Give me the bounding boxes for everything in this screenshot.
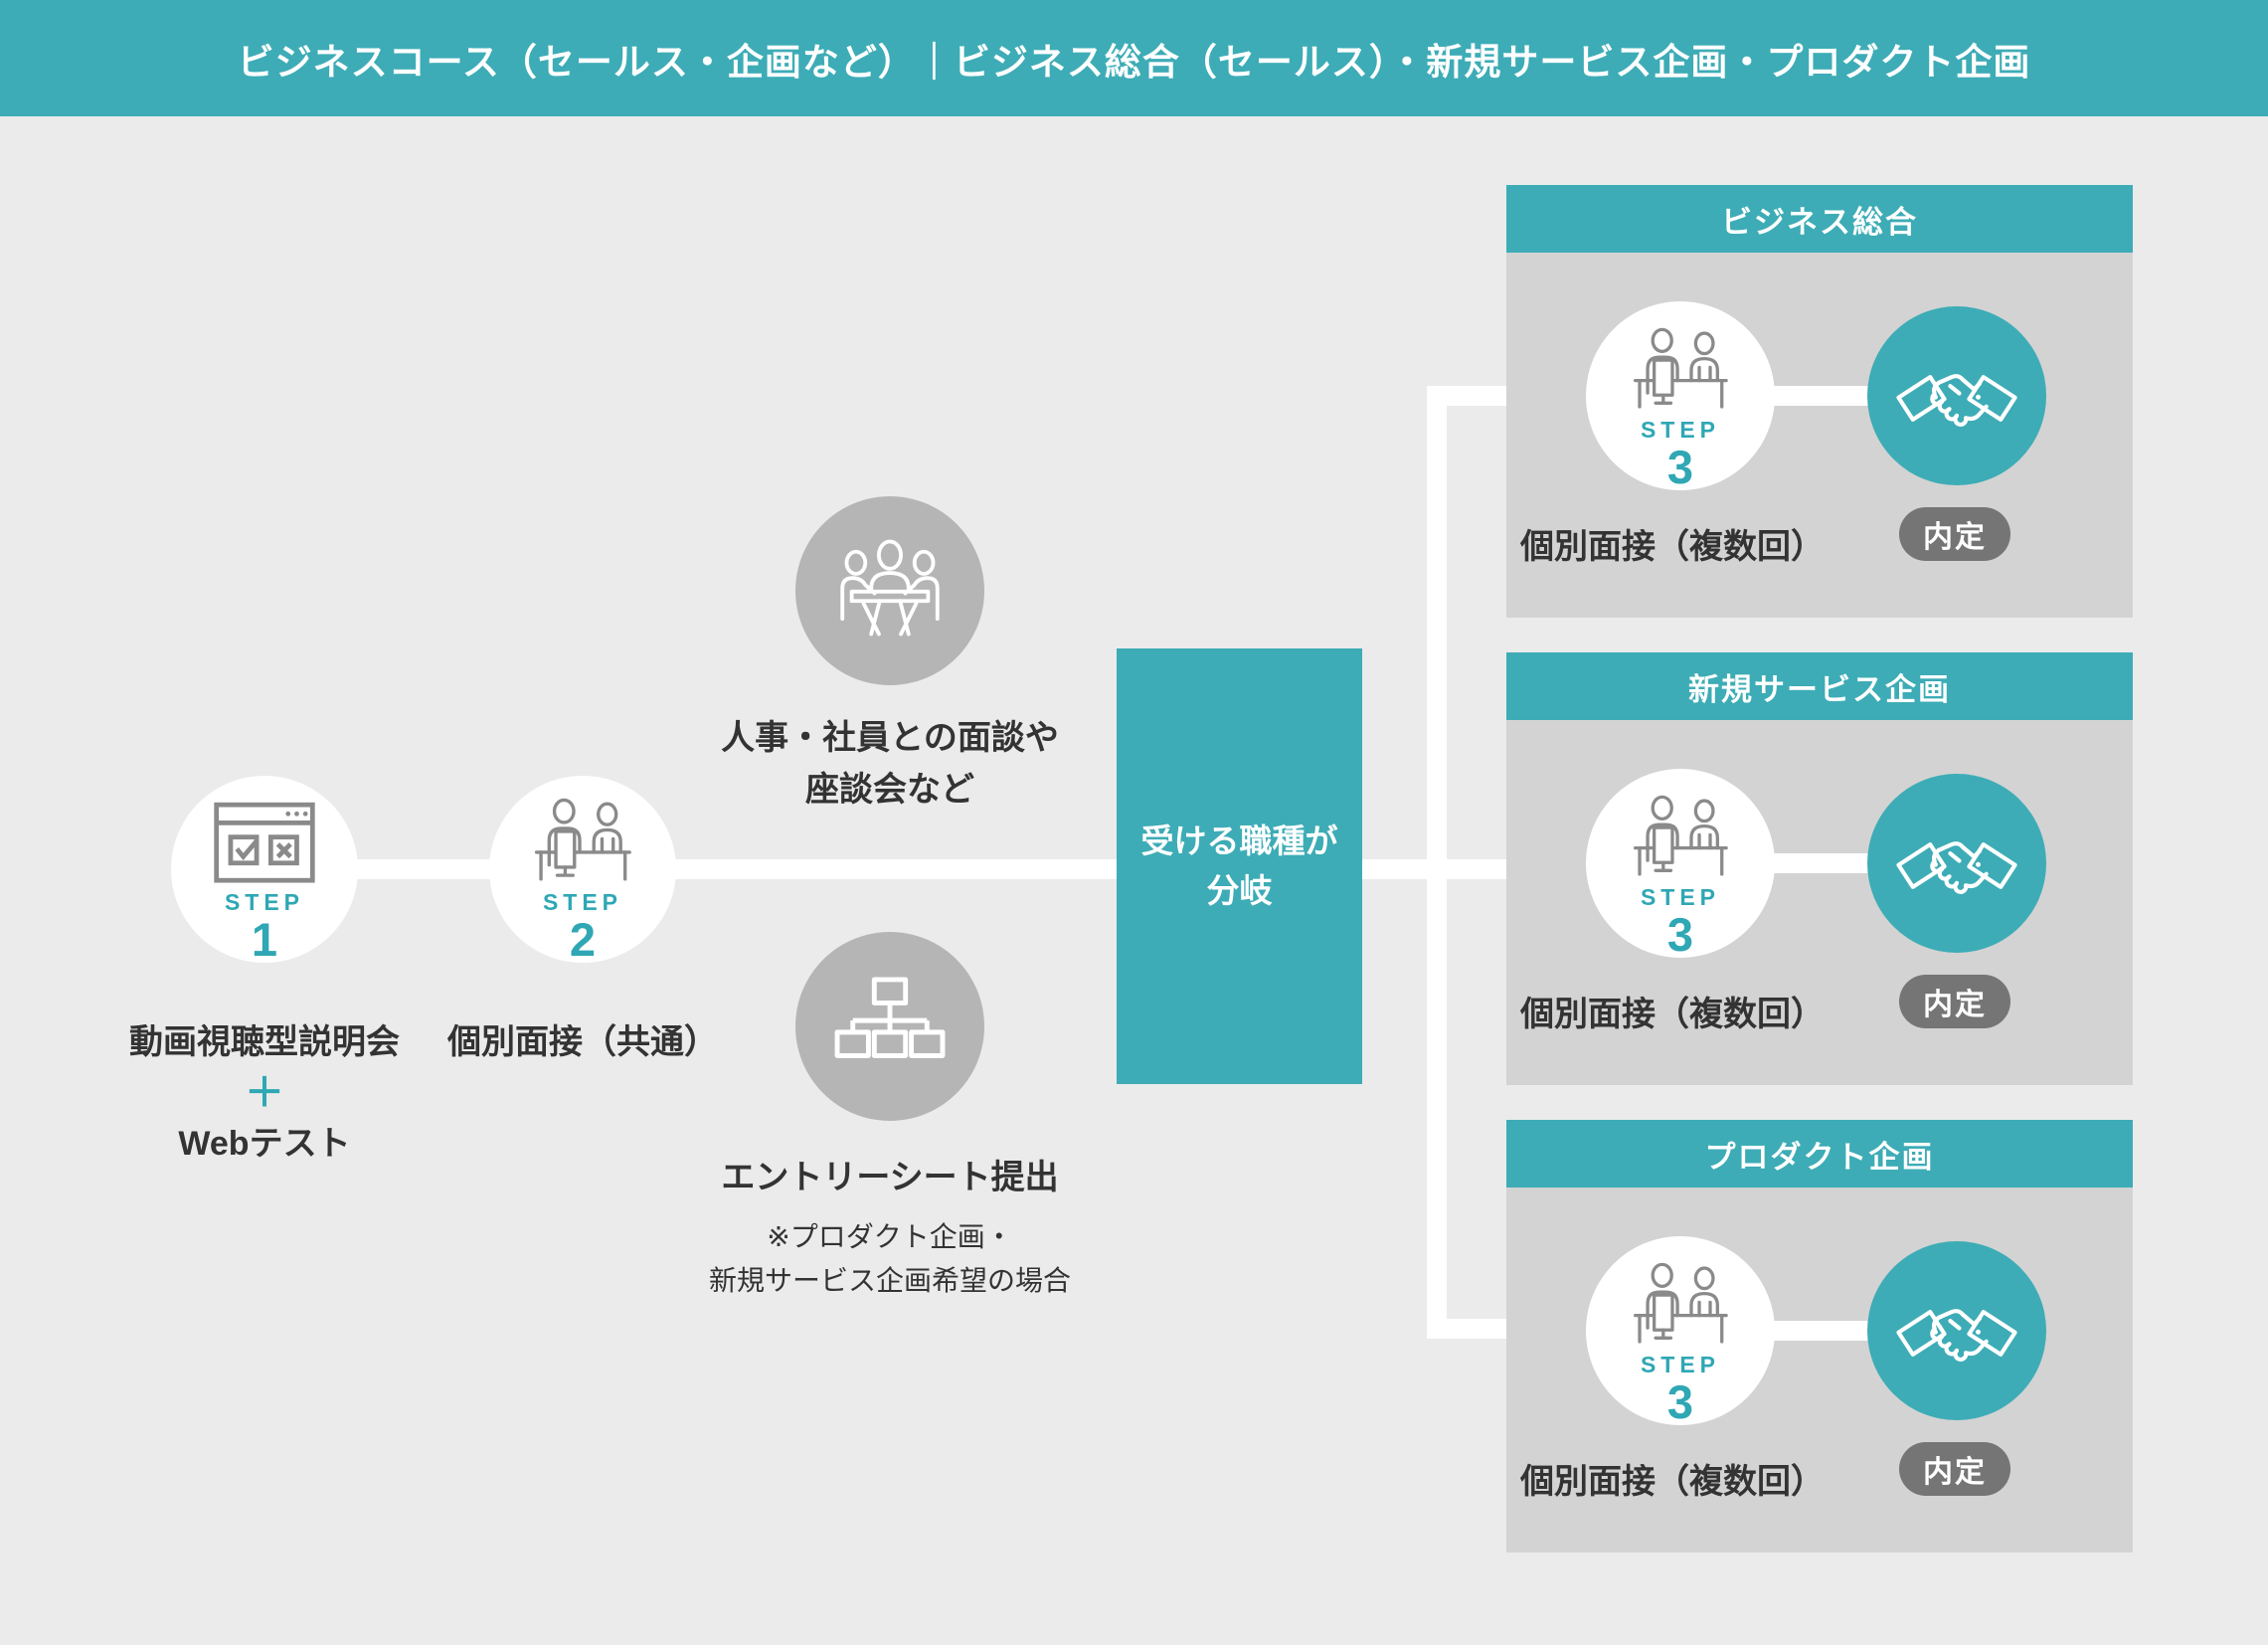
- panel-business-sogo-header: ビジネス総合: [1506, 185, 2133, 253]
- panel3-step-label: STEP: [1640, 1352, 1721, 1378]
- browser-check-icon: [214, 802, 315, 883]
- panel2-step3-node: STEP 3: [1586, 769, 1775, 958]
- panel2-connector-line: [1773, 853, 1870, 873]
- plus-sign: ＋: [245, 1071, 284, 1115]
- panel3-step3-node: STEP 3: [1586, 1236, 1775, 1425]
- panel1-step-label: STEP: [1640, 417, 1721, 444]
- panel2-caption: 個別面接（複数回）: [1520, 996, 1825, 1033]
- panel-business-sogo: ビジネス総合 STEP 3: [1506, 185, 2133, 618]
- panel3-caption: 個別面接（複数回）: [1520, 1463, 1825, 1501]
- panel2-step-label: STEP: [1640, 884, 1721, 911]
- entry-note-line2: 新規サービス企画希望の場合: [708, 1265, 1071, 1296]
- interview-icon: [1633, 795, 1728, 876]
- panel2-offer-node: [1867, 774, 2046, 953]
- interview-icon: [1633, 327, 1728, 409]
- handshake-icon: [1896, 374, 2017, 427]
- panel3-step-number: 3: [1666, 1375, 1694, 1429]
- panel1-offer-node: [1867, 306, 2046, 485]
- branch-box: 受ける職種が 分岐: [1117, 648, 1362, 1084]
- panel3-offer-node: [1867, 1241, 2046, 1420]
- org-chart-icon: [834, 977, 946, 1058]
- panel-business-sogo-title: ビジネス総合: [1721, 204, 1918, 240]
- entry-caption-text: エントリーシート提出: [721, 1159, 1059, 1196]
- panel-shinki-service: 新規サービス企画 STEP 3: [1506, 652, 2133, 1085]
- panel-product-kikaku-header: プロダクト企画: [1506, 1120, 2133, 1188]
- step2-label: STEP: [542, 889, 623, 916]
- flow-line-main: [264, 859, 1117, 879]
- entry-sheet-node: [795, 932, 984, 1121]
- interview-icon: [534, 798, 631, 881]
- flow-line-branch-top: [1427, 386, 1506, 406]
- branch-box-line1: 受ける職種が: [1140, 822, 1338, 859]
- step1-caption-line1: 動画視聴型説明会: [129, 1023, 400, 1061]
- panel-shinki-service-title: 新規サービス企画: [1688, 671, 1951, 707]
- meeting-icon: [840, 539, 940, 637]
- meeting-caption: 人事・社員との面談や 座談会など: [651, 712, 1129, 816]
- panel1-offer-badge: 内定: [1899, 507, 2010, 561]
- panel-shinki-service-header: 新規サービス企画: [1506, 652, 2133, 720]
- panel-product-kikaku-title: プロダクト企画: [1704, 1139, 1935, 1175]
- handshake-icon: [1896, 1309, 2017, 1362]
- entry-note-line1: ※プロダクト企画・: [767, 1221, 1013, 1252]
- flow-line-branch-bottom: [1427, 1319, 1506, 1339]
- branch-box-line2: 分岐: [1206, 872, 1273, 909]
- meeting-caption-line1: 人事・社員との面談や: [721, 719, 1059, 757]
- panel3-offer-badge: 内定: [1899, 1442, 2010, 1496]
- entry-note: ※プロダクト企画・ 新規サービス企画希望の場合: [651, 1215, 1129, 1303]
- step2-number: 2: [569, 913, 597, 967]
- step1-number: 1: [251, 913, 278, 967]
- step1-caption-line2: Webテスト: [178, 1125, 351, 1163]
- handshake-icon: [1896, 841, 2017, 894]
- panel2-step-number: 3: [1666, 908, 1694, 962]
- flow-line-branch-vertical: [1427, 386, 1447, 1339]
- course-banner-title: ビジネスコース（セールス・企画など）｜ビジネス総合（セールス）・新規サービス企画…: [237, 41, 2031, 83]
- panel1-step-number: 3: [1666, 441, 1694, 494]
- course-banner: ビジネスコース（セールス・企画など）｜ビジネス総合（セールス）・新規サービス企画…: [0, 0, 2268, 116]
- step1-node: STEP 1: [171, 776, 358, 963]
- panel-product-kikaku: プロダクト企画 STEP 3: [1506, 1120, 2133, 1553]
- step1-label: STEP: [224, 889, 305, 916]
- panel3-connector-line: [1773, 1321, 1870, 1341]
- meeting-node: [795, 496, 984, 685]
- panel1-step3-node: STEP 3: [1586, 301, 1775, 490]
- meeting-caption-line2: 座談会など: [805, 771, 974, 809]
- step1-caption: 動画視聴型説明会 ＋ Webテスト: [26, 1016, 503, 1170]
- interview-icon: [1633, 1262, 1728, 1344]
- panel1-connector-line: [1773, 386, 1870, 406]
- panel2-offer-badge: 内定: [1899, 975, 2010, 1028]
- panel1-caption: 個別面接（複数回）: [1520, 528, 1825, 566]
- step2-node: STEP 2: [489, 776, 676, 963]
- step2-caption-text: 個別面接（共通）: [447, 1023, 718, 1061]
- step2-caption: 個別面接（共通）: [344, 1016, 821, 1068]
- entry-caption: エントリーシート提出 ※プロダクト企画・ 新規サービス企画希望の場合: [651, 1152, 1129, 1303]
